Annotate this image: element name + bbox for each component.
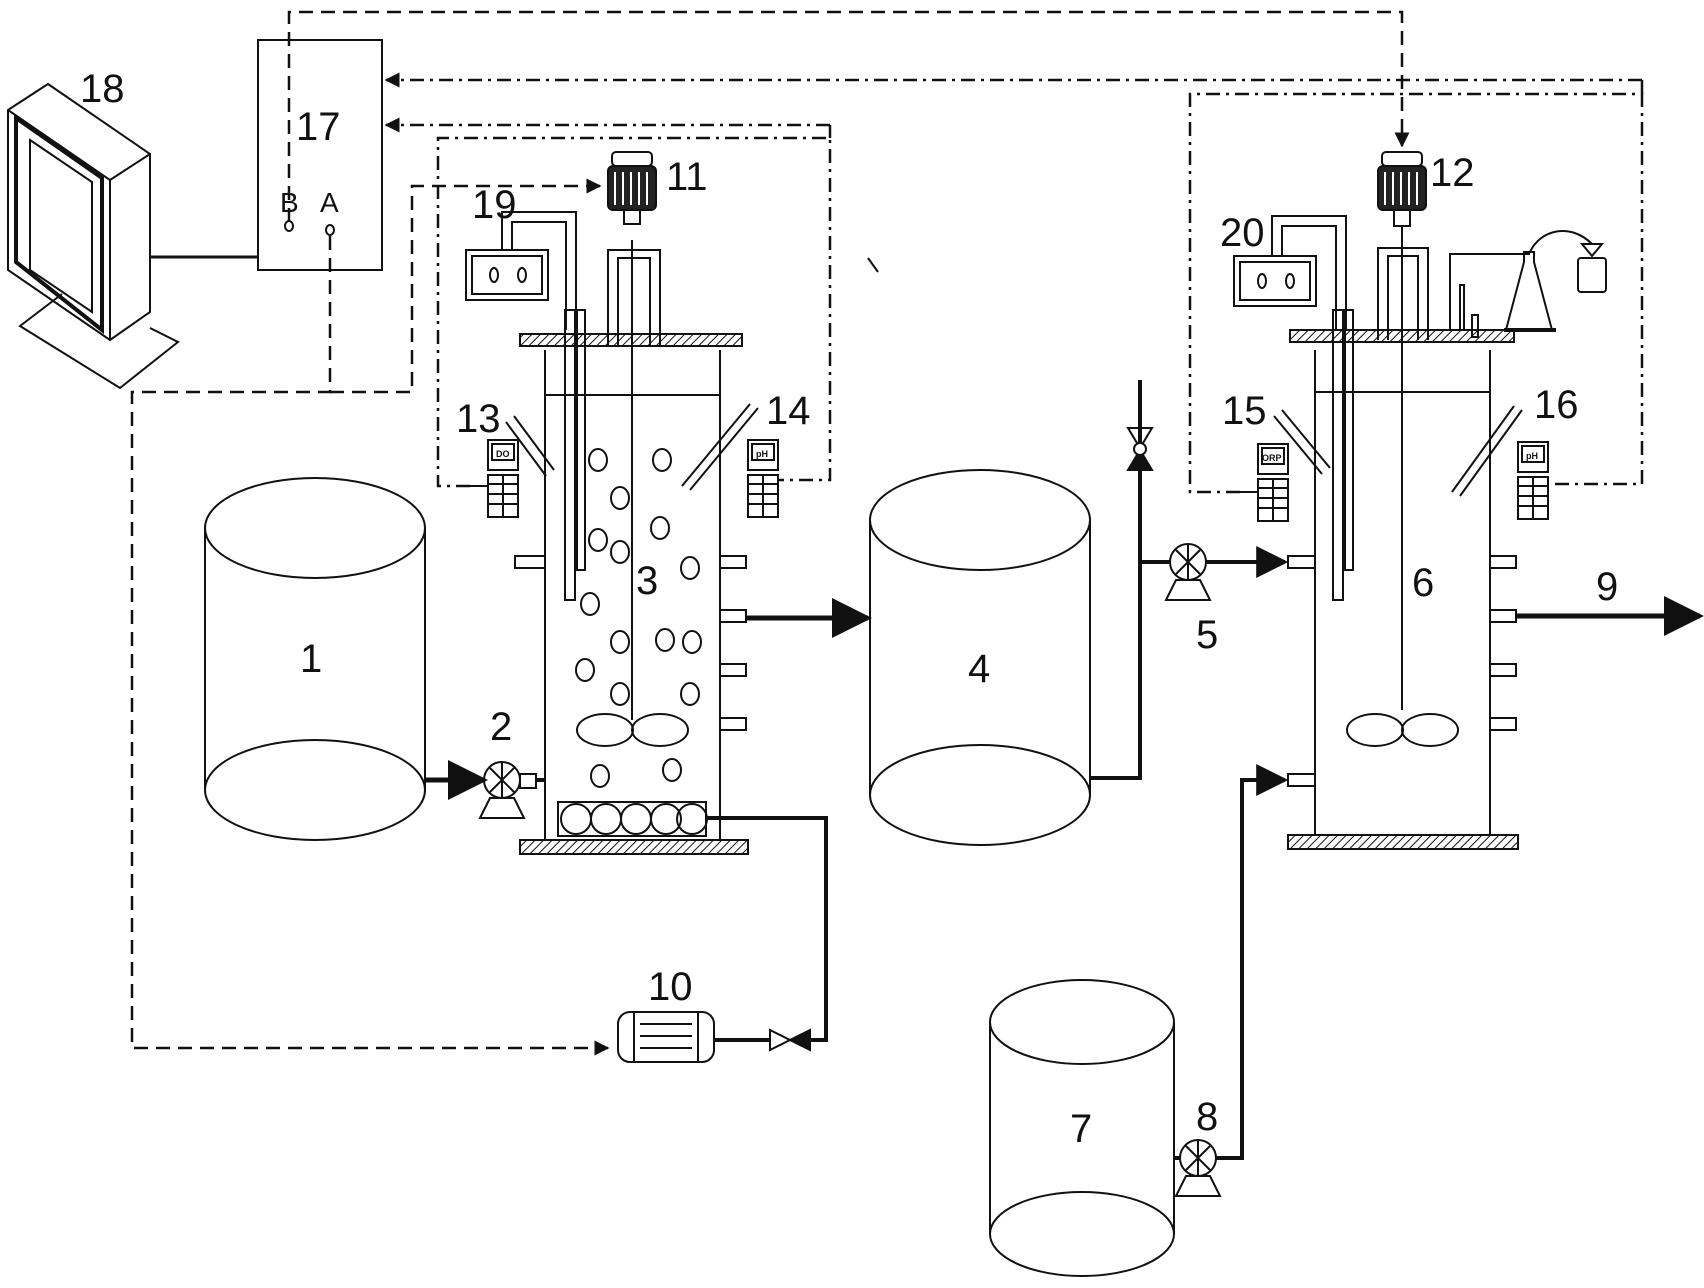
ph-meter-label-14: pH: [756, 449, 768, 459]
reactor-3: [514, 240, 749, 855]
reactor-6: [1287, 226, 1530, 850]
label-15: 15: [1222, 389, 1267, 433]
signal-a-to-motor11: [330, 178, 602, 394]
label-14: 14: [766, 389, 811, 433]
dosing-tank-7: [989, 979, 1175, 1277]
port-a-label: A: [320, 187, 339, 218]
ph-probe-14: [681, 403, 779, 518]
label-9: 9: [1596, 565, 1618, 609]
pipe-air-to-diffuser: [706, 816, 828, 1042]
orp-probe-15: [1240, 409, 1331, 522]
feed-tank-1: [204, 477, 426, 841]
label-1: 1: [300, 637, 322, 681]
valve-vent: [1126, 427, 1154, 471]
port-b-label: B: [280, 187, 299, 218]
level-controller-19: [465, 211, 577, 330]
computer-monitor-18: [7, 82, 180, 390]
signal-probes-15-16: [1188, 92, 1644, 494]
pump-8: [1174, 1139, 1222, 1197]
orp-meter-label: ORP: [1262, 453, 1282, 463]
air-blower-10: [617, 1011, 715, 1063]
signal-b-to-motor12: [287, 10, 1410, 222]
ph-meter-label-16: pH: [1526, 451, 1538, 461]
label-16: 16: [1534, 383, 1579, 427]
signal-a-to-blower: [130, 236, 610, 1056]
label-12: 12: [1430, 151, 1475, 195]
valve-air: [769, 1028, 811, 1052]
label-10: 10: [648, 965, 693, 1009]
gas-collection-flask: [1504, 229, 1607, 332]
controller-17: [257, 39, 383, 271]
motor-12: [1377, 151, 1427, 227]
label-5: 5: [1196, 613, 1218, 657]
ph-probe-16: [1451, 405, 1549, 520]
label-11: 11: [666, 155, 708, 199]
label-7: 7: [1070, 1107, 1092, 1151]
pipe-pump8-to-reactor6: [1216, 764, 1289, 1160]
label-3: 3: [636, 559, 658, 603]
storage-tank-4: [869, 469, 1091, 846]
signal-probes-13-14: [436, 136, 832, 488]
pipe-tank4-to-pump5: [1090, 560, 1170, 780]
label-13: 13: [456, 397, 501, 441]
label-8: 8: [1196, 1095, 1218, 1139]
label-17: 17: [296, 105, 341, 149]
level-controller-20: [1233, 215, 1347, 330]
pump-5: [1164, 543, 1212, 601]
pump-2: [478, 761, 537, 819]
do-meter-label: DO: [496, 449, 510, 459]
do-probe-13: [470, 415, 555, 518]
label-4: 4: [968, 647, 990, 691]
label-18: 18: [80, 67, 125, 111]
label-6: 6: [1412, 561, 1434, 605]
label-19: 19: [472, 183, 517, 227]
stray-mark: [867, 257, 879, 273]
label-20: 20: [1220, 211, 1265, 255]
motor-11: [607, 151, 657, 225]
label-2: 2: [490, 705, 512, 749]
